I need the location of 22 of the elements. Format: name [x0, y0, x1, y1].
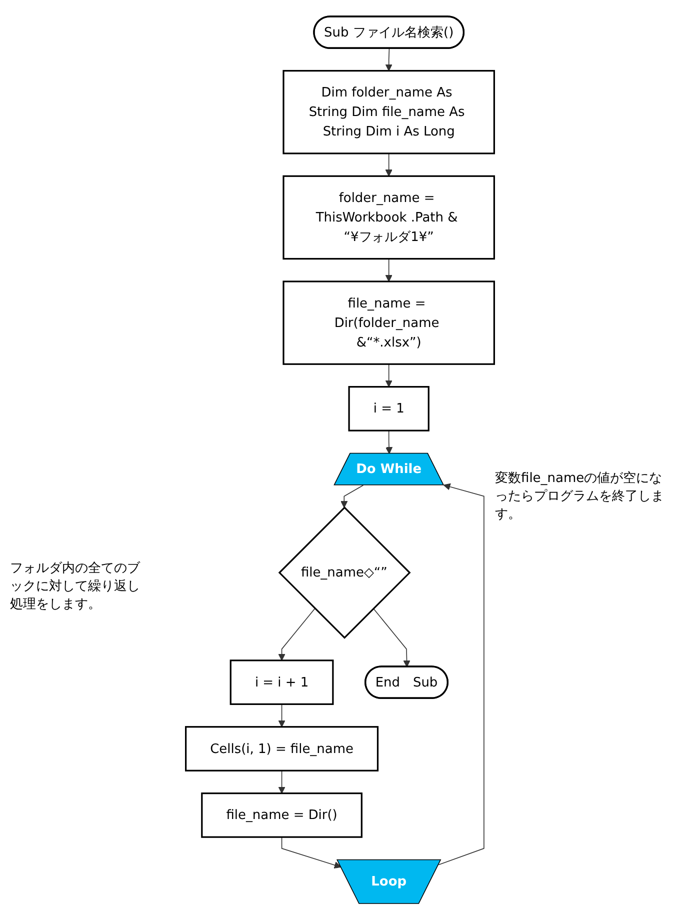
node-box: Cells(i, 1) = file_name: [185, 726, 379, 772]
arrow: [278, 770, 286, 794]
arrow: [278, 704, 286, 728]
arrow: [385, 430, 393, 454]
arrow: [278, 608, 316, 661]
node-box: i = 1: [348, 386, 430, 432]
node-box: i = i + 1: [230, 660, 334, 705]
arrow: [385, 48, 392, 72]
arrow: [385, 364, 392, 388]
annotation-note: フォルダ内の全てのブックに対して繰り返し処理をします。: [10, 560, 140, 614]
node-box: file_name = Dir(): [201, 792, 362, 838]
node-diamond: file_name◇“”: [278, 506, 411, 639]
node-box: Dim folder_name As String Dim file_name As String Dim i As Long: [282, 70, 495, 154]
arrow: [281, 836, 342, 869]
node-box: file_name = Dir(folder_name &“*.xlsx”): [282, 280, 495, 365]
arrow: [340, 484, 364, 508]
arrow: [385, 153, 392, 176]
arrow: [372, 608, 410, 668]
arrow: [438, 483, 484, 866]
arrow: [385, 258, 392, 282]
annotation-note: 変数file_nameの値が空になったらプログラムを終了します。: [495, 470, 665, 524]
node-box: folder_name = ThisWorkbook .Path & “¥フォルダ1¥”: [282, 175, 495, 260]
